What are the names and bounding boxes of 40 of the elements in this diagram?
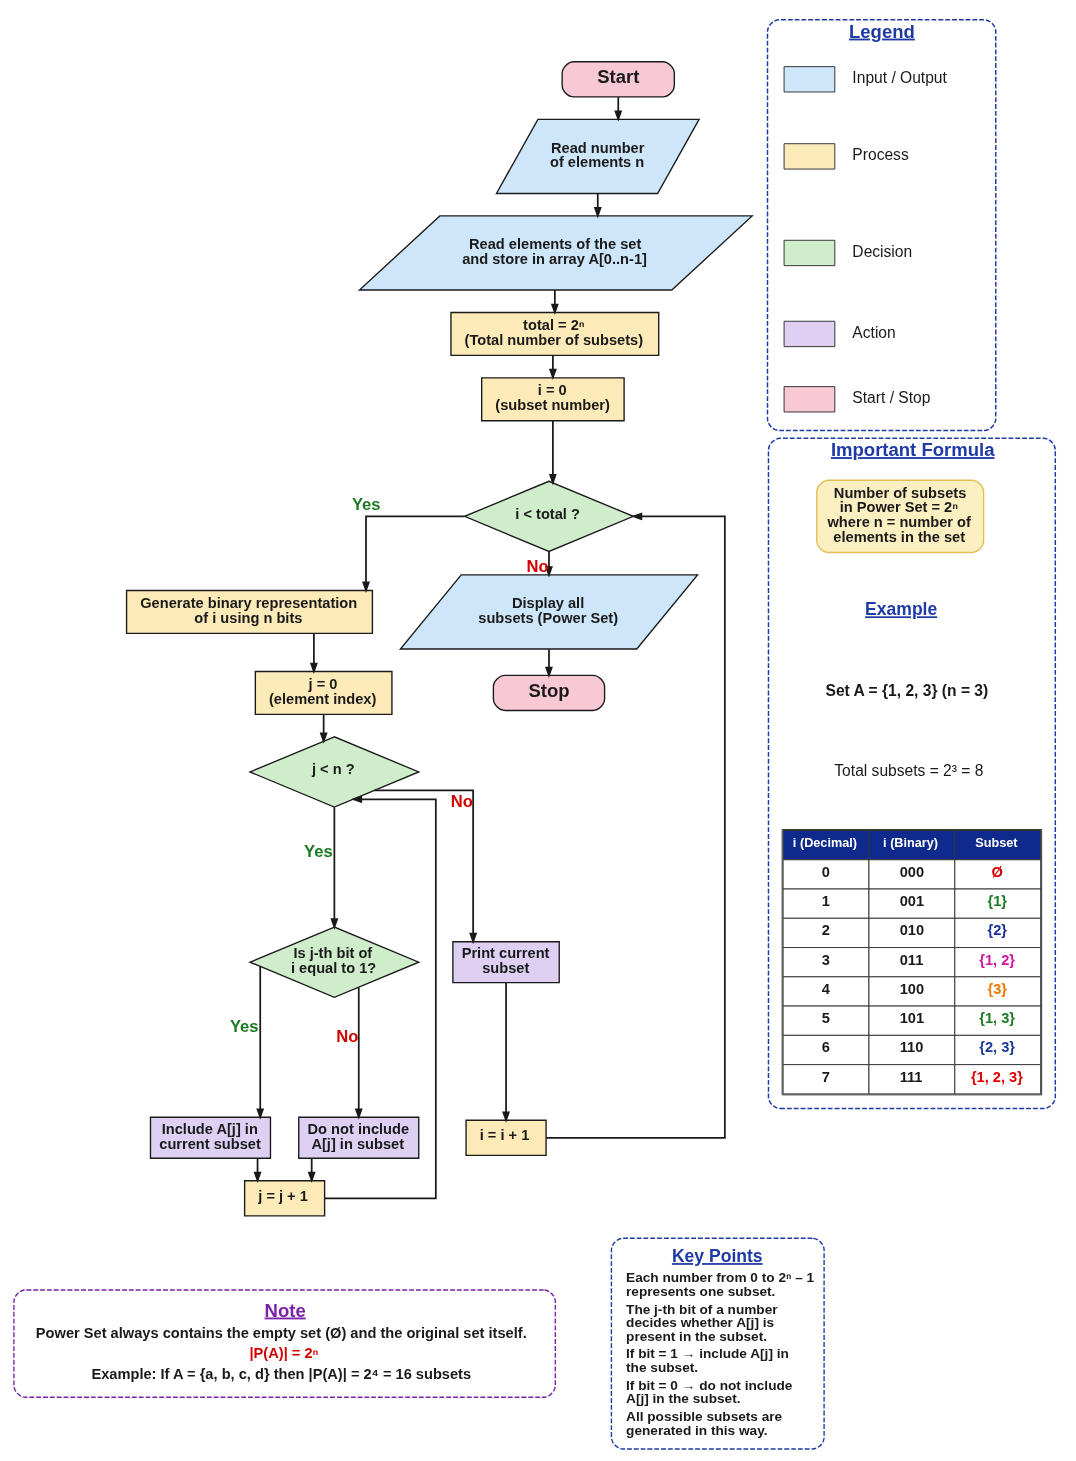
edge-label: Yes (351, 495, 381, 515)
label: {3} (986, 980, 1007, 997)
label: 7 (821, 1068, 830, 1085)
legend-label: Input / Output (851, 69, 947, 87)
label: 011 (899, 951, 923, 968)
edge-label: Yes (229, 1016, 259, 1036)
label: 6 (821, 1039, 830, 1056)
label: 2 (821, 922, 830, 939)
label: Set A = {1, 2, 3} (n = 3) (825, 681, 988, 699)
label: 010 (899, 922, 924, 939)
label: Subset (974, 836, 1018, 851)
label: {1, 2, 3} (970, 1068, 1023, 1085)
edge-label: Yes (303, 842, 333, 862)
legend-label: Action (851, 323, 896, 341)
label: i (Binary) (882, 836, 938, 851)
label: 3 (821, 951, 830, 968)
legend-label: Decision (851, 242, 912, 260)
label: 001 (899, 893, 924, 910)
label: 111 (899, 1068, 922, 1085)
label: Example (864, 599, 937, 620)
label: {2, 3} (978, 1039, 1015, 1056)
label: Ø (990, 863, 1003, 880)
label: 5 (821, 1010, 830, 1027)
label: 100 (899, 980, 924, 997)
label: {1} (986, 893, 1007, 910)
legend-label: Start / Stop (851, 389, 930, 407)
label: {2} (986, 922, 1007, 939)
legend-label: Process (851, 146, 909, 164)
label: 1 (821, 893, 830, 910)
label: Total subsets = 2³ = 8 (833, 761, 983, 779)
label: {1, 2} (978, 951, 1015, 968)
label: 101 (899, 1010, 924, 1027)
label: 000 (899, 863, 924, 880)
label: 0 (821, 863, 830, 880)
edge-label: No (335, 1027, 358, 1047)
edge-label: No (526, 556, 549, 576)
label: {1, 3} (978, 1010, 1015, 1027)
label: i (Decimal) (792, 836, 857, 851)
label: 4 (821, 980, 830, 997)
label: 110 (899, 1039, 923, 1056)
